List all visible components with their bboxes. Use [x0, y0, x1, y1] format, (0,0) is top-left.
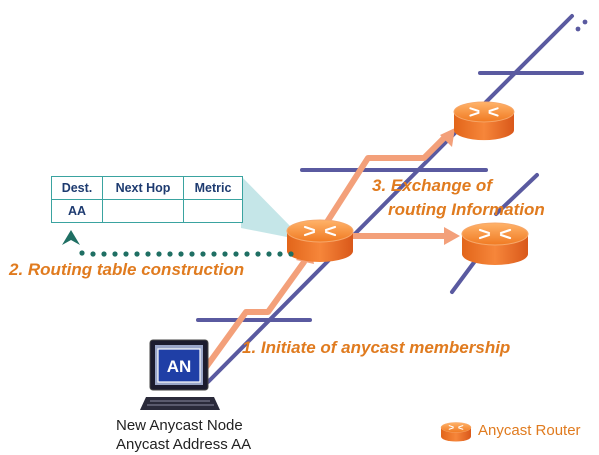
table-header-metric: Metric [183, 176, 243, 200]
route-dot [178, 251, 184, 257]
exchange-arrow-up [324, 133, 449, 225]
membership-arrow [201, 259, 307, 373]
table-callout [241, 176, 292, 238]
step-initiate: 1. Initiate of anycast membership [242, 338, 511, 357]
node-caption-line2: Anycast Address AA [116, 436, 252, 453]
node-caption-line1: New Anycast Node [116, 417, 243, 434]
table-header-next-hop: Next Hop [102, 176, 184, 200]
step-exchange-line2: routing Information [388, 200, 545, 219]
router-right [460, 222, 530, 266]
route-dot [123, 251, 129, 257]
route-dot [90, 251, 96, 257]
route-dot [288, 251, 294, 257]
arrowhead [444, 227, 460, 245]
route-dot [134, 251, 140, 257]
route-dot [79, 250, 85, 256]
legend-router-label: Anycast Router [478, 422, 581, 439]
link-line [494, 173, 539, 216]
table-header-dest: Dest. [51, 176, 103, 200]
routing-table: Dest. Next Hop Metric AA [51, 176, 243, 223]
route-dot [233, 251, 239, 257]
route-dot [101, 251, 107, 257]
router-top [452, 101, 516, 141]
route-dot [200, 251, 206, 257]
route-dot [145, 251, 151, 257]
table-cell-next-hop [102, 199, 184, 223]
route-dot [255, 251, 261, 257]
continuation-dot [582, 19, 588, 25]
step-exchange-line1: 3. Exchange of [372, 176, 492, 195]
route-dot [167, 251, 173, 257]
route-dot [211, 251, 217, 257]
arrowhead [440, 128, 455, 147]
route-arrowhead [62, 230, 80, 245]
route-dot [277, 251, 283, 257]
continuation-dot [575, 26, 581, 32]
route-dot [222, 251, 228, 257]
node-icon-label: AN [167, 357, 192, 376]
table-cell-metric [183, 199, 243, 223]
step-construction: 2. Routing table construction [9, 260, 245, 279]
link-line [450, 255, 480, 294]
legend-router-icon [440, 422, 472, 442]
router-center [285, 219, 355, 263]
route-dot [112, 251, 118, 257]
computer-icon [140, 339, 220, 410]
route-dot [156, 251, 162, 257]
route-dot [266, 251, 272, 257]
route-dot [244, 251, 250, 257]
table-cell-dest: AA [51, 199, 103, 223]
route-dot [189, 251, 195, 257]
